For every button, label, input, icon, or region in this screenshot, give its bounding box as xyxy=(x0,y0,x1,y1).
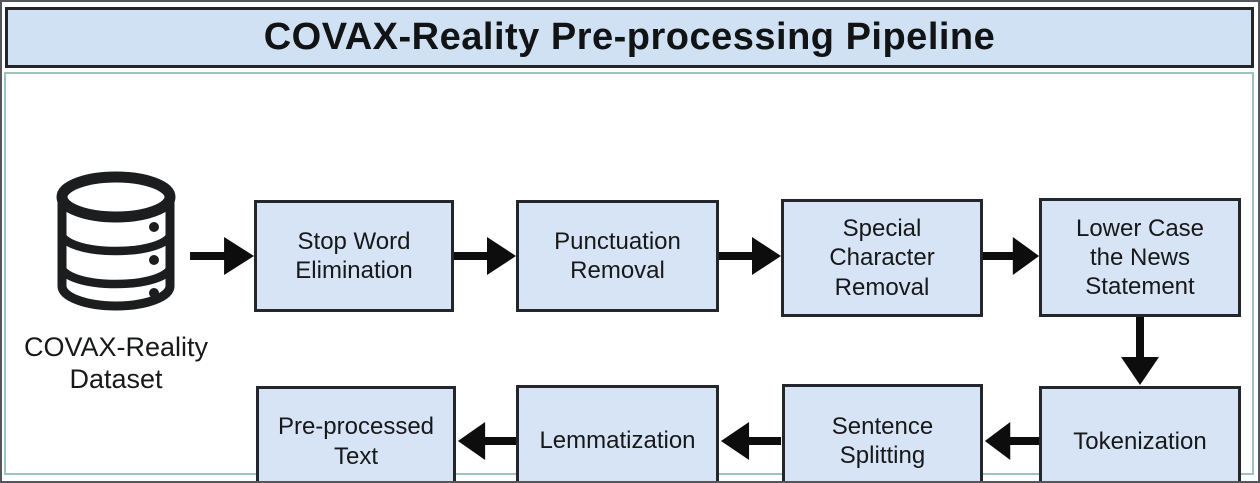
dataset-label: COVAX-Reality Dataset xyxy=(23,332,209,394)
step-box-sentence-splitting: Sentence Splitting xyxy=(782,384,983,481)
step-label: Special Character Removal xyxy=(829,215,935,301)
step-box-tokenization: Tokenization xyxy=(1039,386,1241,481)
arrow-left-icon xyxy=(984,422,1040,460)
arrow-left-icon xyxy=(720,422,782,460)
step-label: Lower Case the News Statement xyxy=(1075,214,1205,301)
arrow-left-icon xyxy=(457,422,517,460)
arrow-right-icon xyxy=(719,237,781,275)
arrow-right-icon xyxy=(982,237,1040,275)
arrow-right-icon xyxy=(454,237,516,275)
step-box-stop-word-elimination: Stop Word Elimination xyxy=(254,200,454,312)
step-label: Punctuation Removal xyxy=(554,227,681,284)
step-box-lemmatization: Lemmatization xyxy=(516,385,719,481)
step-label: Sentence Splitting xyxy=(831,412,934,469)
diagram-title: COVAX-Reality Pre-processing Pipeline xyxy=(263,16,996,58)
step-label: Lemmatization xyxy=(539,427,696,455)
step-box-pre-processed-text: Pre-processed Text xyxy=(256,386,456,481)
database-cylinder-icon xyxy=(56,171,176,311)
step-label: Tokenization xyxy=(1073,427,1207,455)
step-box-lower-case-the-news-statement: Lower Case the News Statement xyxy=(1039,198,1241,317)
step-box-punctuation-removal: Punctuation Removal xyxy=(516,200,719,312)
diagram-title-bar: COVAX-Reality Pre-processing Pipeline xyxy=(5,7,1254,68)
arrow-right-icon xyxy=(190,237,254,275)
step-box-special-character-removal: Special Character Removal xyxy=(781,199,983,317)
step-label: Stop Word Elimination xyxy=(295,227,413,284)
diagram-body: COVAX-Reality Dataset Stop Wo xyxy=(4,72,1254,481)
step-label: Pre-processed Text xyxy=(277,413,435,470)
arrow-down-icon xyxy=(1121,316,1159,385)
